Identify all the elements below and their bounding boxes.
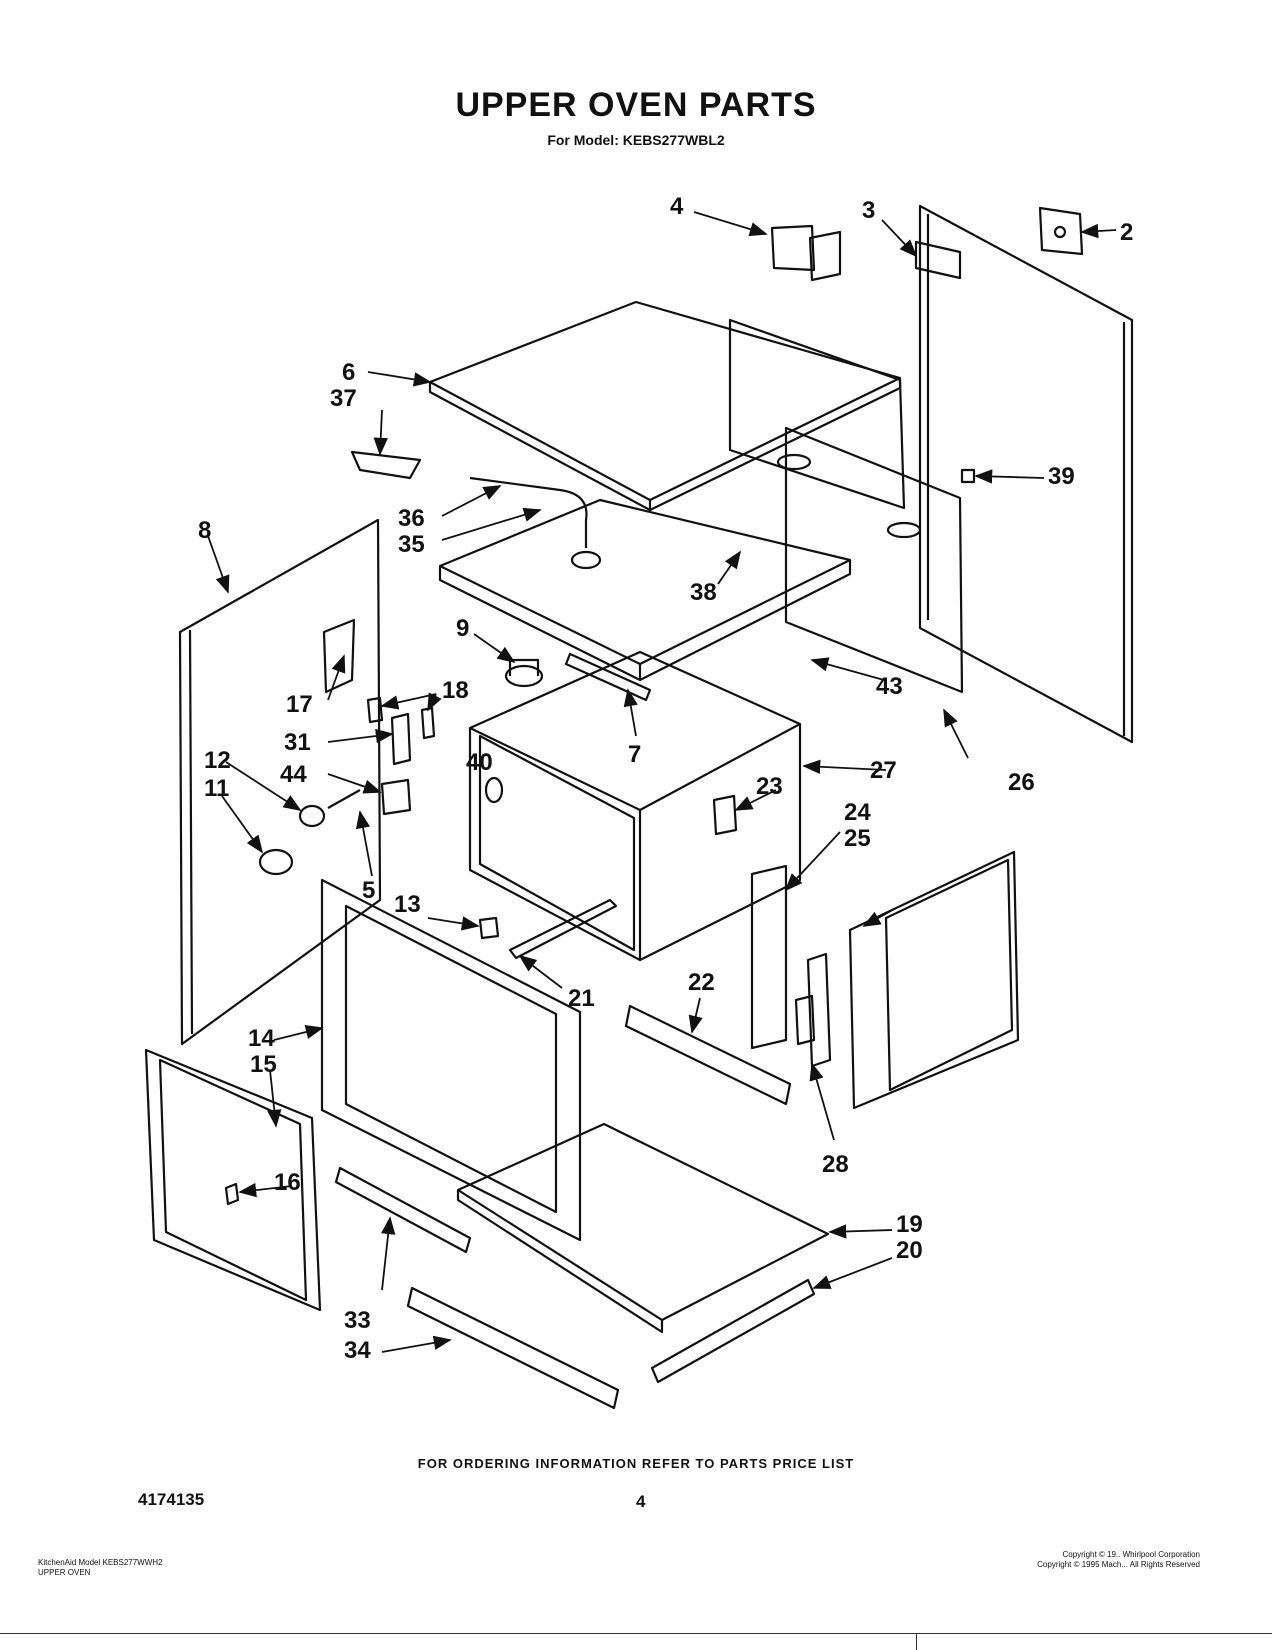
callout-26: 26 — [1008, 769, 1035, 796]
bottom-divider — [0, 1633, 1272, 1634]
part-19-bottom-panel — [456, 1122, 830, 1322]
copyright-line-1: Copyright © 19.. Whirlpool Corporation — [1062, 1550, 1200, 1559]
part-34-rail — [406, 1286, 620, 1410]
callout-2: 2 — [1120, 219, 1133, 246]
part-7-strip — [564, 652, 652, 702]
part-5-spring — [327, 789, 361, 809]
rear-panel — [728, 318, 906, 510]
part-2-bracket — [1038, 206, 1084, 256]
callout-43: 43 — [876, 673, 903, 700]
callout-27: 27 — [870, 757, 897, 784]
part-26-right-side-panel — [918, 204, 1134, 744]
callout-33: 33 — [344, 1307, 371, 1334]
callout-11: 11 — [204, 775, 229, 802]
part-18-clip — [366, 696, 384, 724]
part-25-door-panel — [848, 850, 1020, 1110]
callout-37: 37 — [330, 385, 357, 412]
callout-17: 17 — [286, 691, 313, 718]
part-38-heat-shield — [438, 498, 852, 666]
part-40-plug — [484, 776, 504, 804]
callout-6: 6 — [342, 359, 355, 386]
callout-31: 31 — [284, 729, 311, 756]
callout-15: 15 — [250, 1051, 277, 1078]
callout-16: 16 — [274, 1169, 301, 1196]
part-33-strip — [334, 1166, 472, 1254]
callout-3: 3 — [862, 197, 875, 224]
callout-34: 34 — [344, 1337, 371, 1364]
callout-38: 38 — [690, 579, 717, 606]
part-8-left-side-panel — [178, 518, 382, 1046]
copyright-line-2: Copyright © 1995 Mach... All Rights Rese… — [1037, 1560, 1200, 1569]
callout-21: 21 — [568, 985, 595, 1012]
part-3-plate — [914, 240, 962, 280]
part-20-rail — [650, 1278, 816, 1384]
part-23-bracket — [712, 794, 738, 836]
part-24-bracket — [750, 864, 788, 1050]
part-36-tube — [469, 476, 588, 548]
page-title: UPPER OVEN PARTS — [455, 86, 817, 124]
part-31-switch — [390, 712, 412, 766]
ordering-note: FOR ORDERING INFORMATION REFER TO PARTS … — [417, 1456, 855, 1471]
page-number: 4 — [636, 1492, 646, 1511]
copyright-footer: Copyright © 19.. Whirlpool Corporation C… — [1037, 1550, 1200, 1570]
part-number: 4174135 — [138, 1490, 205, 1509]
part-44-bracket — [380, 778, 412, 816]
model-line-2: UPPER OVEN — [38, 1568, 91, 1577]
part-17-bracket — [322, 618, 356, 694]
callout-9: 9 — [456, 615, 469, 642]
part-37-clip — [350, 450, 422, 480]
callout-25: 25 — [844, 825, 871, 852]
callout-8: 8 — [198, 517, 211, 544]
part-28-hinge — [806, 952, 832, 1068]
part-6-top-panel — [428, 300, 902, 502]
callout-24: 24 — [844, 799, 871, 826]
callout-44: 44 — [280, 761, 307, 788]
part-39-clip — [960, 468, 976, 484]
callout-14: 14 — [248, 1025, 275, 1052]
model-line-1: KitchenAid Model KEBS277WWH2 — [38, 1558, 163, 1567]
bottom-tick — [916, 1633, 917, 1650]
model-footer: KitchenAid Model KEBS277WWH2 UPPER OVEN — [38, 1558, 163, 1578]
callout-7: 7 — [628, 741, 641, 768]
callout-12: 12 — [204, 747, 231, 774]
callout-22: 22 — [688, 969, 715, 996]
part-16-clip — [224, 1182, 240, 1206]
callout-5: 5 — [362, 877, 375, 904]
part-21-element — [508, 898, 618, 960]
part-9-fitting — [504, 664, 544, 688]
callout-20: 20 — [896, 1237, 923, 1264]
callout-19: 19 — [896, 1211, 923, 1238]
callout-36: 36 — [398, 505, 425, 532]
callout-28: 28 — [822, 1151, 849, 1178]
model-subtitle: For Model: KEBS277WBL2 — [547, 132, 725, 148]
callout-4: 4 — [670, 193, 684, 220]
callout-13: 13 — [394, 891, 421, 918]
part-11-knob — [258, 848, 294, 876]
callout-39: 39 — [1048, 463, 1075, 490]
part-22-bracket — [624, 1004, 792, 1106]
part-4-hinge-bracket — [770, 224, 816, 272]
part-12-knob — [298, 804, 326, 828]
callout-23: 23 — [756, 773, 783, 800]
part-13-clip — [478, 916, 500, 940]
callout-35: 35 — [398, 531, 425, 558]
part-15-gasket — [144, 1048, 322, 1312]
callout-18: 18 — [442, 677, 469, 704]
callout-40: 40 — [466, 749, 493, 776]
back-wall — [784, 426, 964, 694]
